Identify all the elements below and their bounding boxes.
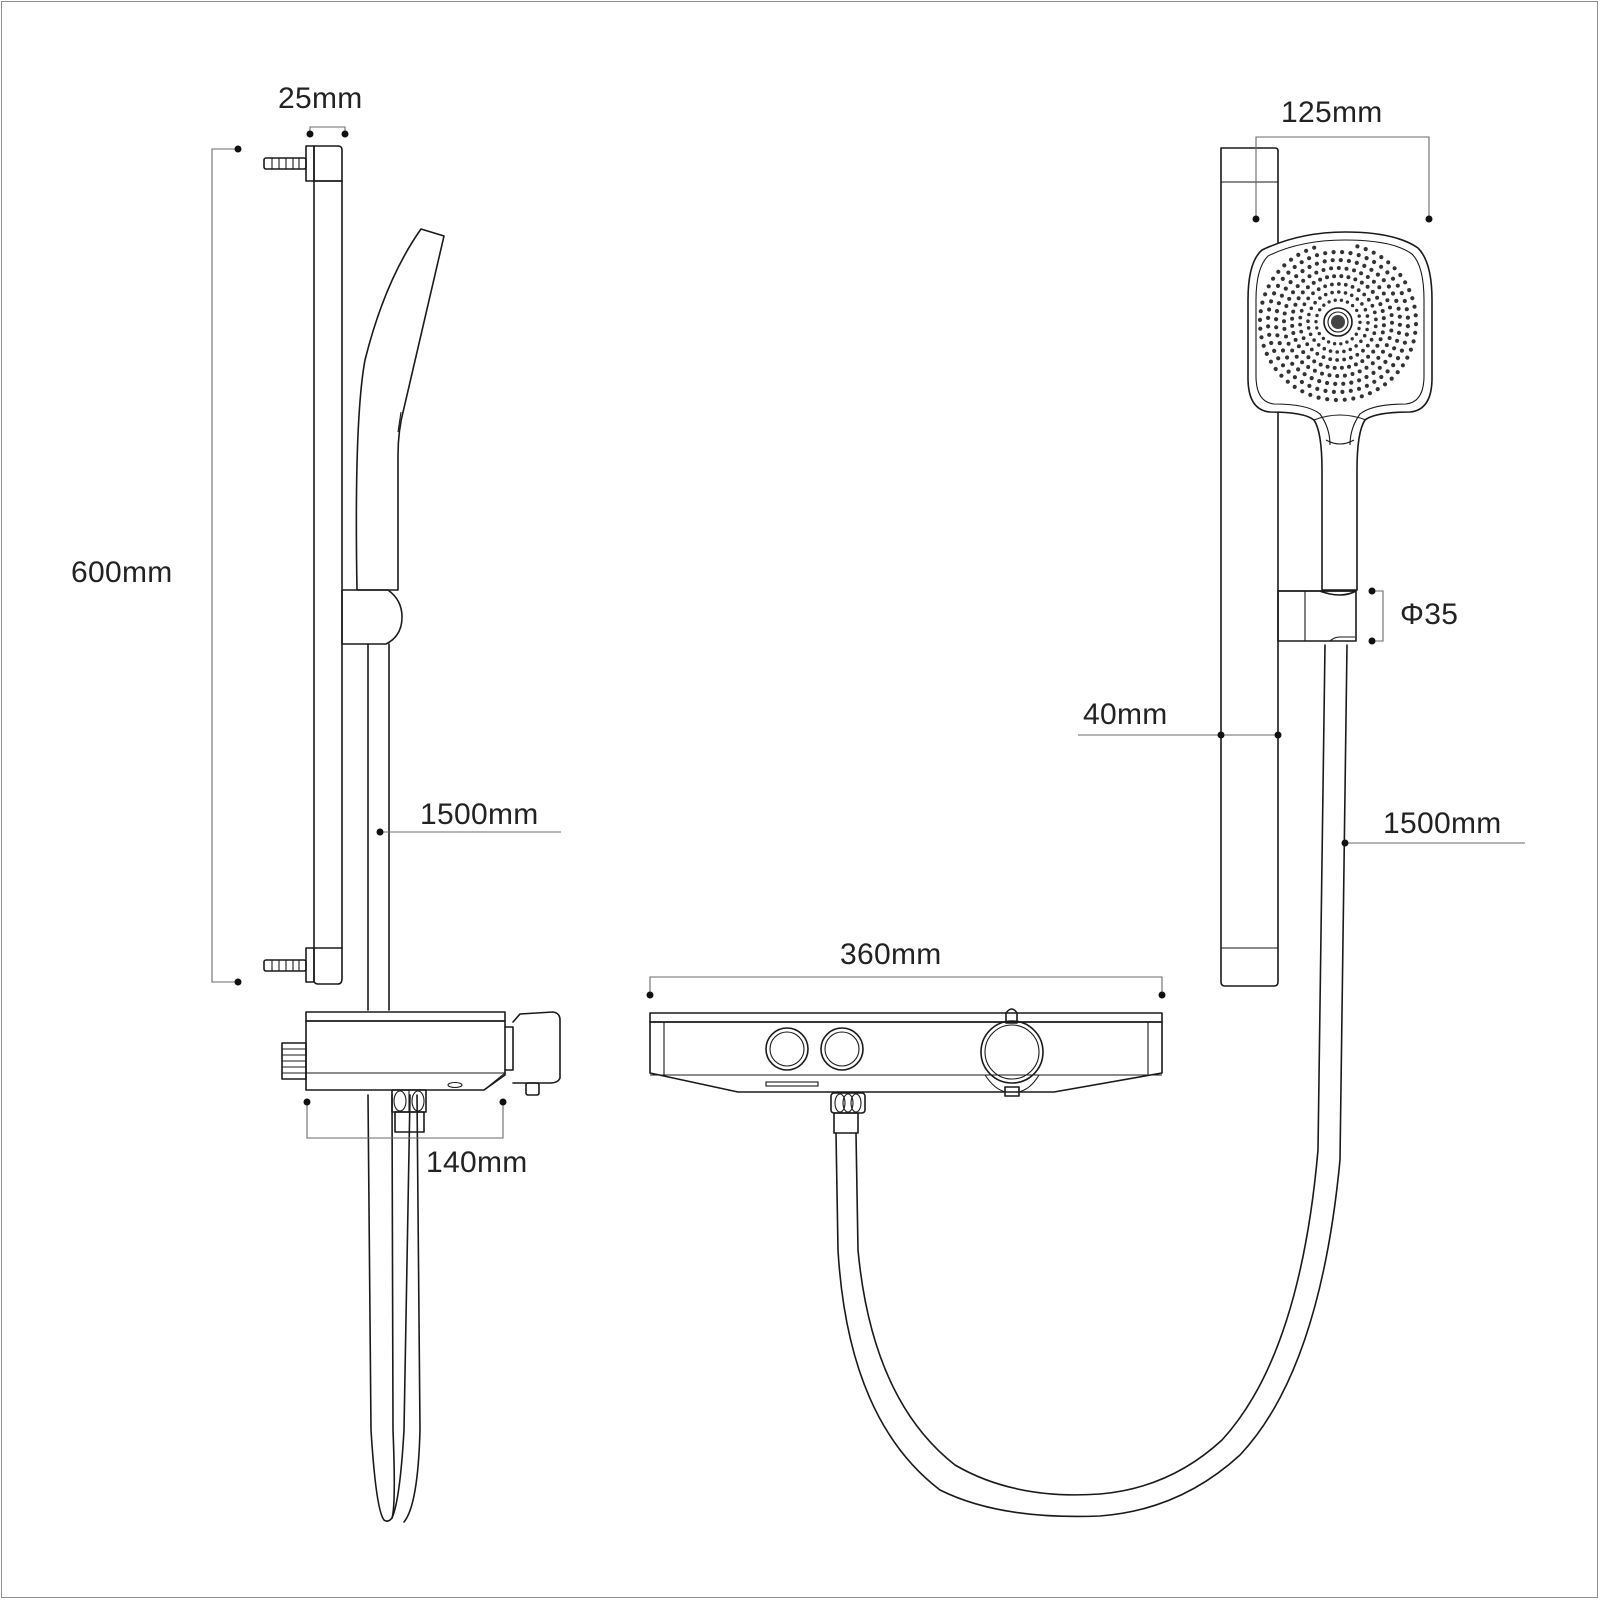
front-view [646, 644, 1348, 1518]
wall-anchor-screw [263, 157, 307, 170]
wall-anchor-screw [263, 959, 307, 972]
label-rail-width: 40mm [1083, 698, 1168, 731]
side-view [211, 126, 561, 1523]
handshower-holder-front [1277, 590, 1357, 642]
label-hose-length-side: 1500mm [420, 798, 539, 831]
dimension-140mm-bracket [303, 1098, 507, 1139]
bottom-wall-bracket [263, 947, 343, 985]
label-rail-height: 600mm [71, 556, 173, 589]
push-button-1 [765, 1027, 809, 1071]
label-mixer-depth: 140mm [426, 1146, 528, 1179]
label-hose-length-right: 1500mm [1383, 807, 1502, 840]
hand-shower-front [1247, 231, 1433, 591]
mixer-side [281, 1011, 561, 1133]
dimension-600mm-bracket [211, 145, 242, 986]
dimension-125mm-bracket [1252, 136, 1433, 223]
outlet-nut [830, 1092, 866, 1134]
label-mixer-width: 360mm [840, 938, 942, 971]
label-holder-diameter: Φ35 [1400, 598, 1459, 631]
label-rail-depth: 25mm [278, 82, 363, 115]
top-wall-bracket [263, 145, 343, 182]
center-nozzle [1323, 307, 1353, 337]
hose-side [367, 643, 421, 1523]
right-view [1078, 136, 1525, 987]
hand-shower-side [355, 228, 445, 591]
dimension-1500mm-leader-side [376, 828, 561, 836]
threaded-inlet [282, 1048, 306, 1074]
slide-rail-side [313, 180, 343, 949]
push-button-2 [820, 1027, 864, 1071]
slide-rail-front [1220, 147, 1279, 987]
handshower-holder-side [341, 589, 403, 645]
dimension-25mm-bracket [306, 126, 349, 138]
dimension-360mm-bracket [646, 976, 1166, 999]
dimension-phi35-bracket [1368, 587, 1384, 645]
dimension-1500mm-leader-right [1341, 839, 1525, 847]
spray-nozzles [1257, 244, 1419, 403]
label-handshower-width: 125mm [1281, 96, 1383, 129]
mixer-front [649, 1008, 1163, 1134]
thermostat-dial [980, 1008, 1044, 1097]
hose-loop [835, 644, 1348, 1518]
dimension-40mm-leader [1078, 731, 1282, 739]
